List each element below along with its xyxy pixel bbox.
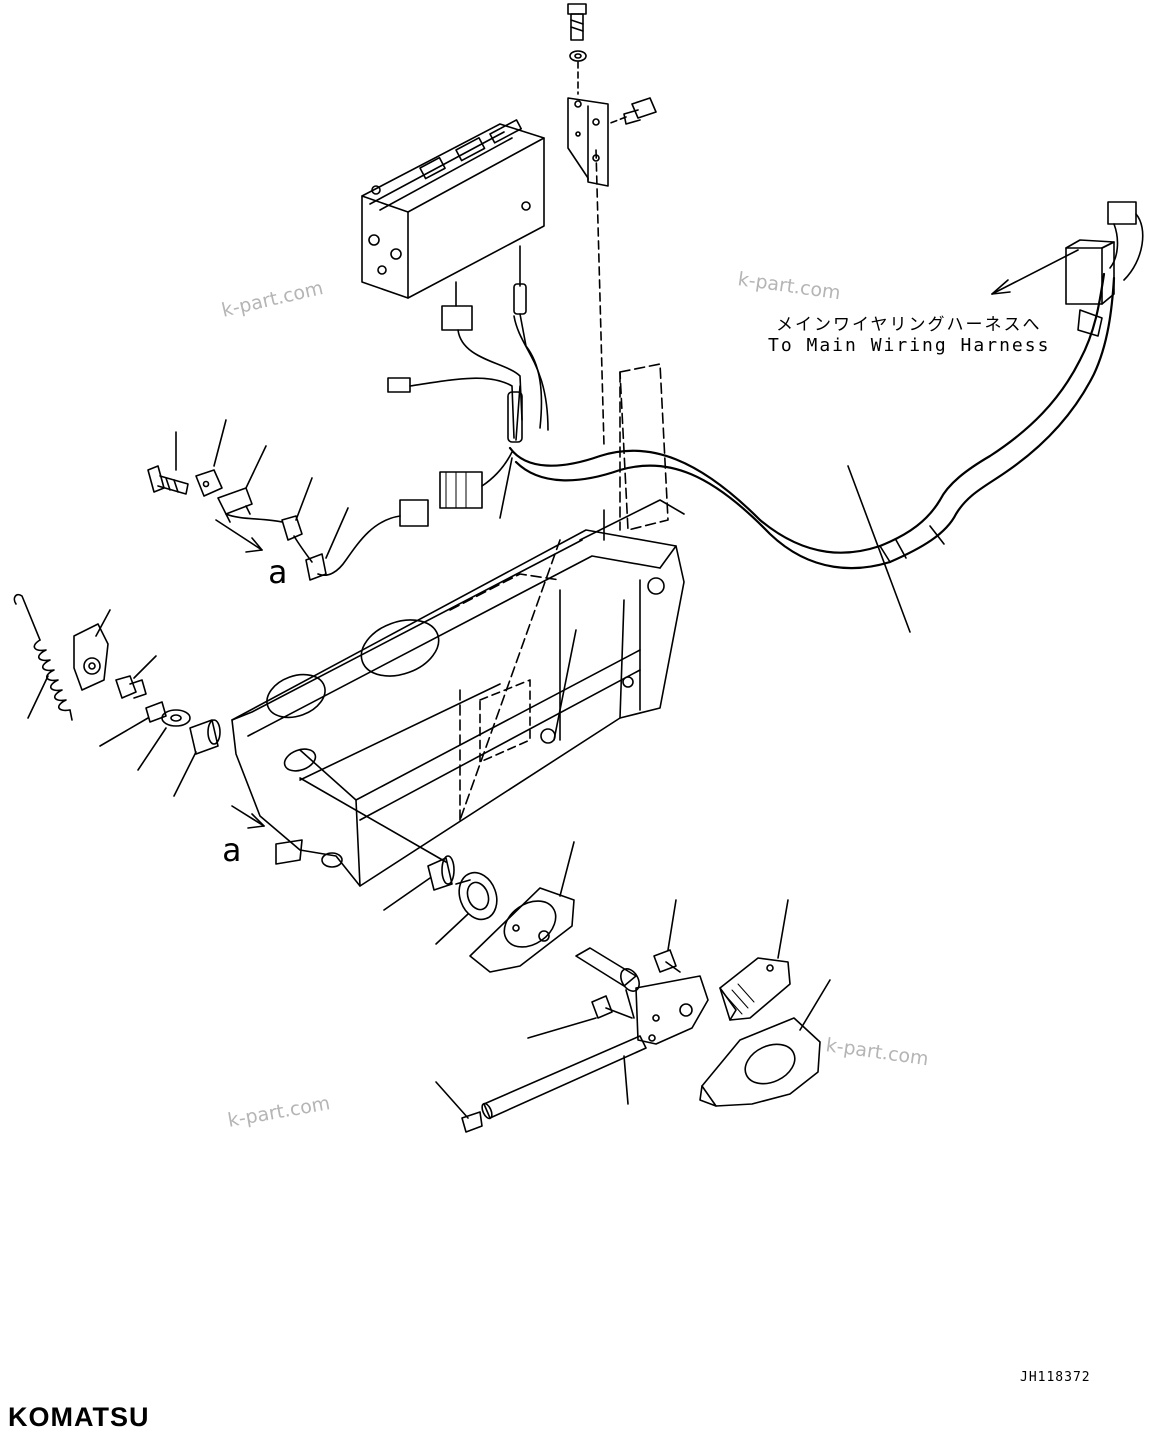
komatsu-logo: KOMATSU bbox=[8, 1402, 150, 1432]
top-bolt bbox=[567, 3, 587, 95]
spring-assembly bbox=[13, 593, 221, 797]
mounting-bracket bbox=[567, 97, 609, 187]
view-label-a-upper: a bbox=[268, 553, 288, 591]
bracket-bolt bbox=[607, 97, 657, 125]
controller-unit bbox=[361, 119, 605, 447]
leader-lines bbox=[847, 465, 911, 633]
lever-boot-parts bbox=[383, 841, 575, 973]
controller-harness bbox=[317, 201, 1144, 576]
switch-parts-cluster bbox=[147, 419, 513, 581]
console-frame bbox=[231, 363, 685, 887]
lever-covers bbox=[699, 899, 831, 1107]
view-label-a-lower: a bbox=[222, 831, 242, 869]
harness-callout-english: To Main Wiring Harness bbox=[768, 335, 1051, 356]
drawing-code: JH118372 bbox=[1020, 1370, 1091, 1385]
harness-callout-japanese: メインワイヤリングハーネスへ bbox=[776, 315, 1042, 335]
lever-shaft-assembly bbox=[435, 899, 709, 1133]
